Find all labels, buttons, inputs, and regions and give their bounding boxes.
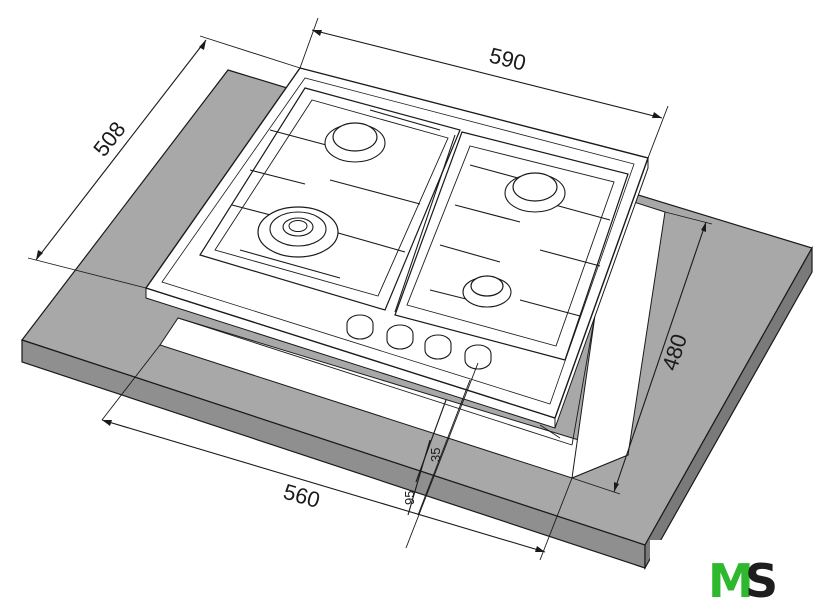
knob-3 — [424, 334, 452, 360]
knob-2 — [386, 324, 414, 350]
burner-front-left-wok — [257, 206, 339, 258]
control-knobs — [346, 314, 492, 370]
dim-label-508: 508 — [88, 117, 130, 161]
dim-label-35: 35 — [428, 448, 443, 462]
worktop-side-edge — [644, 245, 813, 571]
logo-letter-s: S — [745, 554, 778, 608]
dim-label-590: 590 — [487, 43, 529, 76]
burner-rear-left — [324, 122, 386, 163]
ms-logo: M S — [650, 540, 840, 614]
knob-4 — [464, 344, 492, 370]
logo-letter-m: M — [708, 554, 754, 608]
hob — [144, 67, 649, 429]
dim-label-95: 95 — [402, 491, 417, 505]
burners — [257, 122, 566, 308]
burner-front-right — [462, 275, 512, 308]
dimension-95-35: 95 35 — [402, 362, 479, 549]
knob-1 — [346, 314, 374, 340]
burner-rear-right — [504, 172, 566, 213]
pan-supports — [199, 87, 629, 361]
